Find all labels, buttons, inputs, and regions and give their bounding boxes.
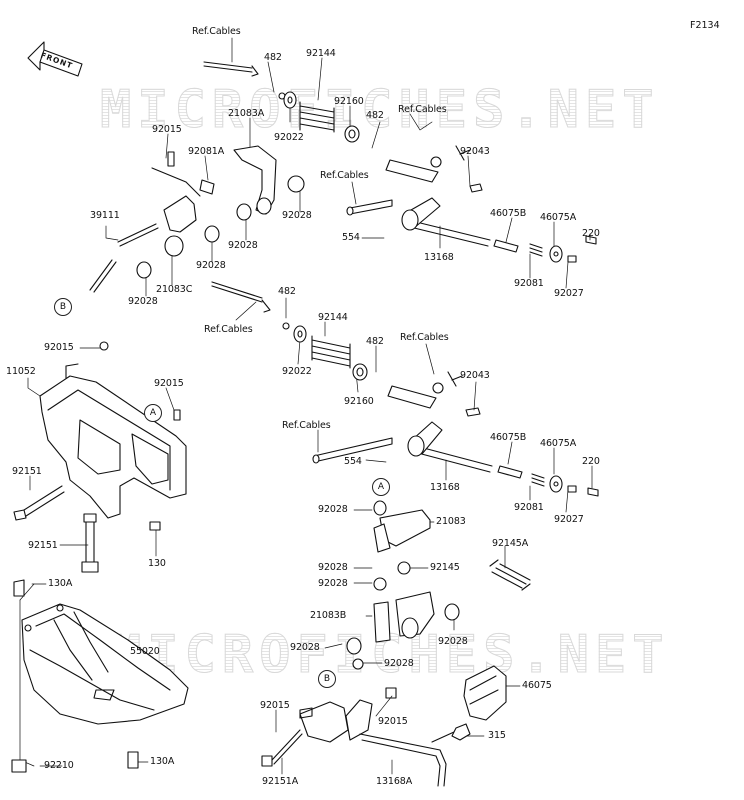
part-label: 46075B xyxy=(490,208,527,219)
part-label: Ref.Cables xyxy=(204,324,253,335)
part-label: 55020 xyxy=(130,646,160,657)
callout-a-lower: A xyxy=(372,478,390,496)
part-label: 21083B xyxy=(310,610,347,621)
upper-lever-21083A xyxy=(233,145,305,221)
part-label: 46075B xyxy=(490,432,527,443)
part-label: 92028 xyxy=(196,260,226,271)
part-label: 130A xyxy=(150,756,175,767)
figure-code: F2134 xyxy=(690,20,720,31)
pedal-pad-46075 xyxy=(451,665,507,741)
spring-92145A xyxy=(489,559,531,591)
callout-a-frame: A xyxy=(144,404,162,422)
part-label: 92015 xyxy=(154,378,184,389)
callout-b-upper: B xyxy=(54,298,72,316)
part-label: 46075A xyxy=(540,212,577,223)
part-label: Ref.Cables xyxy=(282,420,331,431)
part-label: 21083A xyxy=(228,108,265,119)
part-label: 92027 xyxy=(554,288,584,299)
frame-11052 xyxy=(39,341,187,519)
front-arrow-icon xyxy=(27,41,83,77)
part-label: 554 xyxy=(344,456,362,467)
part-label: Ref.Cables xyxy=(192,26,241,37)
part-label: 92027 xyxy=(554,514,584,525)
part-label: 92028 xyxy=(228,240,258,251)
part-label: 46075 xyxy=(522,680,552,691)
part-label: 92081 xyxy=(514,278,544,289)
part-label: 482 xyxy=(278,286,296,297)
part-label: 92015 xyxy=(152,124,182,135)
bracket-21083B xyxy=(346,591,460,670)
part-label: 92145A xyxy=(492,538,529,549)
part-label: 92081A xyxy=(188,146,225,157)
part-label: 92151 xyxy=(28,540,58,551)
part-label: 39111 xyxy=(90,210,120,221)
part-label: 92022 xyxy=(282,366,312,377)
part-label: 220 xyxy=(582,456,600,467)
part-label: 554 xyxy=(342,232,360,243)
part-label: 13168 xyxy=(424,252,454,263)
part-label: 92145 xyxy=(430,562,460,573)
part-label: 92144 xyxy=(306,48,336,59)
part-label: 92160 xyxy=(334,96,364,107)
middle-cable-rod xyxy=(211,281,307,343)
upper-shaft-13168 xyxy=(346,145,597,263)
part-label: 21083 xyxy=(436,516,466,527)
part-label: 92015 xyxy=(44,342,74,353)
part-label: 130 xyxy=(148,558,166,569)
part-label: 92028 xyxy=(384,658,414,669)
part-label: 482 xyxy=(366,336,384,347)
linkage-rod-39111 xyxy=(89,151,220,293)
part-label: 92028 xyxy=(128,296,158,307)
part-label: 92160 xyxy=(344,396,374,407)
part-label: 21083C xyxy=(156,284,193,295)
part-label: 130A xyxy=(48,578,73,589)
part-label: 92028 xyxy=(318,504,348,515)
part-label: 315 xyxy=(488,730,506,741)
part-label: 92028 xyxy=(290,642,320,653)
part-label: 92043 xyxy=(460,146,490,157)
part-label: 92028 xyxy=(318,578,348,589)
leader-lines xyxy=(19,37,593,775)
part-label: 220 xyxy=(582,228,600,239)
bracket-21083 xyxy=(373,500,431,591)
part-label: 13168A xyxy=(376,776,413,787)
part-label: 92210 xyxy=(44,760,74,771)
part-label: 92015 xyxy=(378,716,408,727)
upper-cable-rod xyxy=(203,61,297,109)
part-label: Ref.Cables xyxy=(400,332,449,343)
part-label: 482 xyxy=(264,52,282,63)
part-label: 92022 xyxy=(274,132,304,143)
callout-b-lower: B xyxy=(318,670,336,688)
part-label: 46075A xyxy=(540,438,577,449)
bolts-92151 xyxy=(13,485,161,573)
part-label: 92028 xyxy=(438,636,468,647)
part-label: 92043 xyxy=(460,370,490,381)
part-label: 13168 xyxy=(430,482,460,493)
part-label: Ref.Cables xyxy=(398,104,447,115)
part-label: 92151 xyxy=(12,466,42,477)
part-label: 482 xyxy=(366,110,384,121)
middle-collar-92160 xyxy=(352,363,368,381)
upper-spring-92144 xyxy=(299,101,335,133)
part-label: Ref.Cables xyxy=(320,170,369,181)
part-label: 92028 xyxy=(318,562,348,573)
skid-plate-55020 xyxy=(11,579,189,773)
brake-pedal-13168A xyxy=(261,687,455,787)
part-label: 92015 xyxy=(260,700,290,711)
middle-spring-92144 xyxy=(311,335,351,369)
upper-collar-92160 xyxy=(344,125,360,143)
watermark-top: MICROFICHES.NET xyxy=(100,80,660,141)
middle-shaft-13168 xyxy=(312,371,599,497)
part-label: 92028 xyxy=(282,210,312,221)
part-label: 92151A xyxy=(262,776,299,787)
part-label: 92144 xyxy=(318,312,348,323)
part-label: 92081 xyxy=(514,502,544,513)
part-label: 11052 xyxy=(6,366,36,377)
